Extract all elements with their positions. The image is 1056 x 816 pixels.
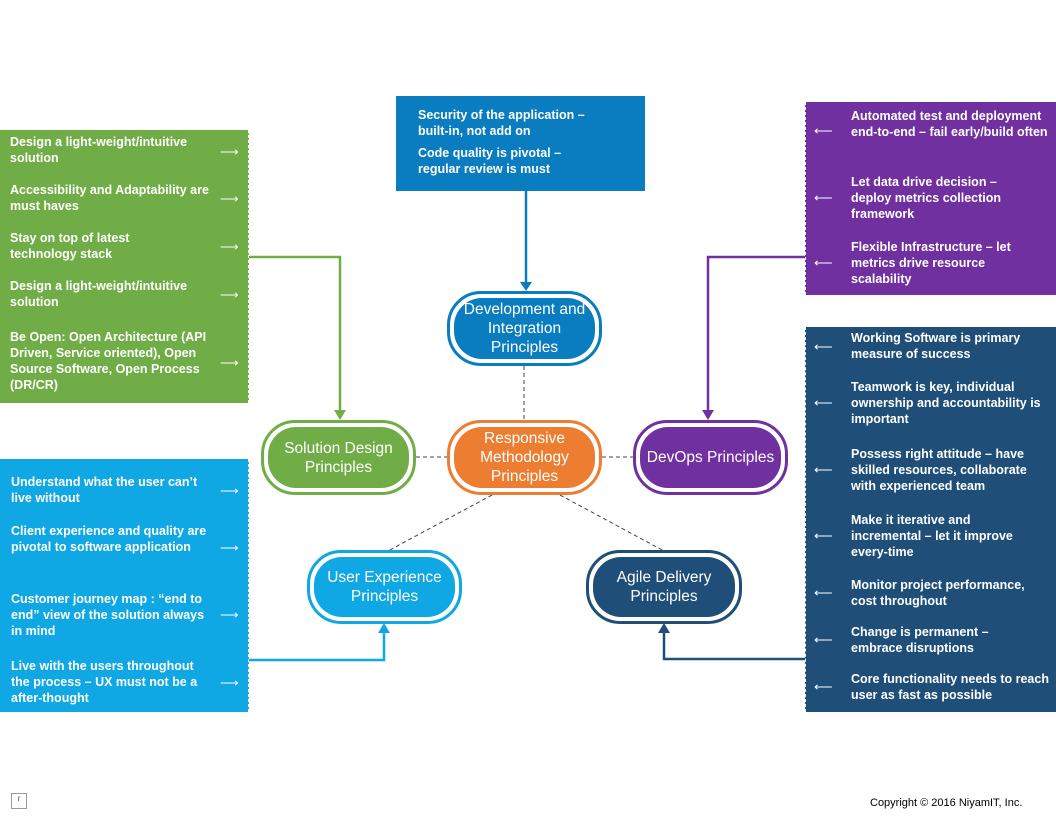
devops-item: Flexible Infrastructure – let metrics dr… [851, 240, 1011, 286]
agile-delivery-item: Change is permanent – embrace disruption… [851, 625, 989, 655]
agile-delivery-panel: ⟵ Working Software is primary measure of… [805, 327, 1056, 712]
center-node: Responsive Methodology Principles [447, 420, 602, 495]
arrow-right-icon: ⟶ [220, 239, 239, 254]
arrow-left-icon: ⟵ [814, 123, 833, 138]
arrow-left-icon: ⟵ [814, 339, 833, 354]
arrow-left-icon: ⟵ [814, 462, 833, 477]
connector-solution-design [249, 255, 342, 411]
connector-devops [706, 255, 805, 411]
agile-delivery-item: Possess right attitude – have skilled re… [851, 447, 1027, 493]
arrow-left-icon: ⟵ [814, 528, 833, 543]
dashed-link-ux [385, 494, 493, 553]
agile-delivery-item: Teamwork is key, individual ownership an… [851, 380, 1041, 426]
user-experience-item: Understand what the user can’t live with… [11, 475, 198, 505]
solution-design-node-label: Solution Design Principles [268, 427, 409, 488]
arrow-left-icon: ⟵ [814, 255, 833, 270]
solution-design-node: Solution Design Principles [261, 420, 416, 495]
arrow-left-icon: ⟵ [814, 395, 833, 410]
devops-panel: ⟵ Automated test and deployment end-to-e… [805, 102, 1056, 295]
agile-delivery-node: Agile Delivery Principles [586, 550, 742, 624]
arrowhead-development [520, 282, 532, 291]
arrow-right-icon: ⟶ [220, 483, 239, 498]
corner-mark: r [11, 793, 27, 809]
agile-delivery-item: Core functionality needs to reach user a… [851, 672, 1049, 702]
user-experience-item: Customer journey map : “end to end” view… [11, 592, 205, 638]
development-node-label: Development and Integration Principles [454, 298, 595, 359]
connector-agile-delivery [662, 632, 805, 661]
user-experience-node-label: User Experience Principles [314, 557, 455, 617]
arrow-left-icon: ⟵ [814, 190, 833, 205]
copyright-text: Copyright © 2016 NiyamIT, Inc. [870, 797, 1023, 809]
user-experience-panel: Understand what the user can’t live with… [0, 459, 249, 712]
arrow-right-icon: ⟶ [220, 144, 239, 159]
user-experience-node: User Experience Principles [307, 550, 462, 624]
agile-delivery-item: Make it iterative and incremental – let … [851, 513, 1013, 559]
agile-delivery-item: Monitor project performance, cost throug… [851, 578, 1025, 608]
devops-item: Let data drive decision – deploy metrics… [851, 175, 1002, 221]
arrow-right-icon: ⟶ [220, 540, 239, 555]
development-panel: Security of the application – built-in, … [396, 96, 645, 191]
arrow-left-icon: ⟵ [814, 679, 833, 694]
arrow-right-icon: ⟶ [220, 191, 239, 206]
arrowhead-user-experience [378, 623, 390, 633]
development-node: Development and Integration Principles [447, 291, 602, 366]
devops-item: Automated test and deployment end-to-end… [851, 109, 1048, 139]
arrow-right-icon: ⟶ [220, 355, 239, 370]
solution-design-item: Stay on top of latest technology stack [10, 231, 130, 261]
agile-delivery-node-label: Agile Delivery Principles [593, 557, 735, 617]
development-item: Security of the application – built-in, … [418, 108, 585, 138]
solution-design-item: Accessibility and Adaptability are must … [10, 183, 209, 213]
devops-node-label: DevOps Principles [640, 427, 781, 488]
arrowhead-solution-design [334, 410, 346, 420]
arrow-right-icon: ⟶ [220, 675, 239, 690]
dashed-link-agile [559, 494, 665, 552]
connector-user-experience [249, 632, 386, 662]
arrowhead-devops [702, 410, 714, 420]
solution-design-item: Be Open: Open Architecture (API Driven, … [10, 330, 207, 392]
development-item: Code quality is pivotal – regular review… [418, 146, 562, 176]
arrowhead-agile-delivery [658, 623, 670, 633]
agile-delivery-item: Working Software is primary measure of s… [851, 331, 1021, 361]
arrow-right-icon: ⟶ [220, 607, 239, 622]
solution-design-item: Design a light-weight/intuitive solution [10, 279, 188, 309]
user-experience-item: Live with the users throughout the proce… [11, 659, 198, 705]
arrow-right-icon: ⟶ [220, 287, 239, 302]
user-experience-item: Client experience and quality are pivota… [11, 524, 207, 554]
solution-design-item: Design a light-weight/intuitive solution [10, 135, 188, 165]
arrow-left-icon: ⟵ [814, 585, 833, 600]
center-node-label: Responsive Methodology Principles [454, 427, 595, 488]
arrow-left-icon: ⟵ [814, 632, 833, 647]
solution-design-panel: Design a light-weight/intuitive solution… [0, 130, 249, 403]
devops-node: DevOps Principles [633, 420, 788, 495]
